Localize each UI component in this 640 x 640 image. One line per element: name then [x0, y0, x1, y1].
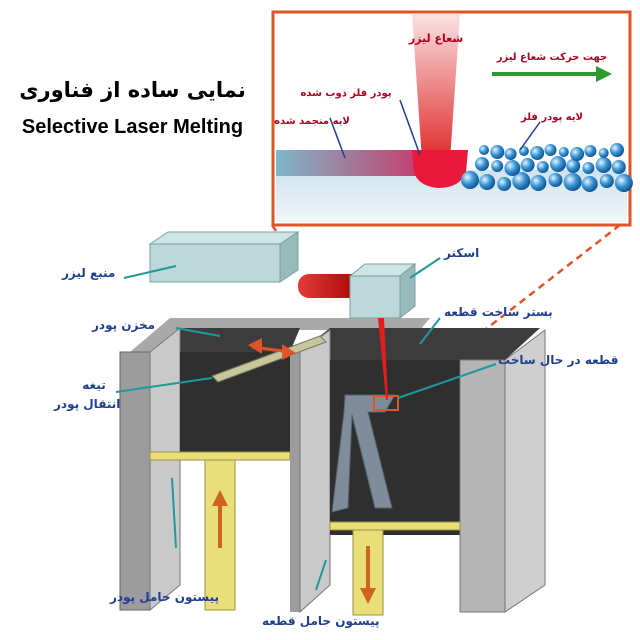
powder-particle — [584, 145, 597, 157]
inset-label-powder-layer: لایه پودر فلز — [520, 112, 583, 123]
powder-particle — [504, 160, 521, 176]
powder-layer-pointer — [519, 121, 541, 151]
scanner — [348, 262, 417, 400]
powder-particle — [461, 171, 479, 189]
label-powder-piston: پیستون حامل پودر — [110, 590, 220, 604]
powder-particle — [563, 173, 582, 191]
direction-arrow-head — [596, 66, 612, 82]
powder-particle — [611, 160, 626, 174]
powder-piston-up-arrow — [212, 490, 228, 506]
powder-particle — [614, 174, 633, 192]
solidified-layer — [276, 150, 426, 176]
powder-particle — [475, 157, 489, 171]
powder-particle — [491, 160, 504, 172]
build-chamber — [290, 328, 546, 616]
powder-particle — [544, 144, 557, 156]
melted-pointer — [399, 99, 421, 156]
powder-particle — [497, 177, 512, 191]
powder-piston-rod — [204, 459, 236, 611]
powder-particle — [558, 147, 569, 157]
laser-source — [148, 231, 366, 298]
powder-particle — [479, 174, 496, 190]
powder-bed-surface-left — [150, 328, 300, 352]
part-piston-down-arrow — [360, 588, 376, 604]
label-powder-reservoir: مخزن پودر — [92, 318, 156, 332]
powder-particle — [536, 161, 549, 173]
inset-panel — [271, 10, 633, 227]
label-blade-line2: انتقال پودر — [54, 397, 121, 411]
label-scanner: اسکنر — [444, 246, 480, 260]
title-english: Selective Laser Melting — [21, 116, 244, 138]
powder-particle — [518, 146, 529, 156]
laser-beam-cone — [412, 14, 460, 160]
powder-particle — [582, 162, 595, 174]
title-persian: نمایی ساده از فناوری — [19, 78, 246, 102]
powder-particle — [610, 143, 624, 157]
powder-particle — [566, 159, 581, 173]
label-part-piston: پیستون حامل قطعه — [262, 614, 380, 628]
powder-particle — [520, 158, 535, 172]
powder-particle — [530, 146, 545, 160]
powder-particle — [581, 176, 598, 192]
laser-beam-down — [378, 318, 388, 400]
laser-beam-horizontal — [298, 274, 366, 298]
label-laser-source: منبع لیزر — [62, 266, 116, 280]
inset-label-direction: جهت حرکت شعاع لیزر — [496, 52, 608, 63]
recoater-blade — [211, 335, 327, 383]
label-build-bed: بستر ساخت قطعه — [444, 305, 553, 319]
melt-pool — [412, 150, 468, 188]
inset-label-melted-powder: پودر فلز ذوب شده — [300, 88, 391, 99]
leader-lines — [115, 257, 497, 591]
powder-particle — [595, 157, 612, 173]
powder-particles — [461, 143, 633, 192]
powder-particle — [599, 174, 614, 188]
powder-chamber — [119, 318, 430, 612]
inset-label-solidified: لایه منجمد شده — [274, 116, 350, 127]
label-blade-line1: تیغه — [82, 378, 106, 392]
powder-particle — [512, 172, 531, 190]
powder-particle — [504, 148, 517, 160]
powder-particle — [550, 156, 566, 172]
powder-particle — [548, 173, 563, 187]
powder-particle — [479, 145, 489, 155]
inset-label-laser-beam: شعاع لیزر — [408, 32, 463, 45]
powder-particle — [530, 175, 547, 191]
powder-particle — [598, 148, 609, 158]
solidified-pointer — [329, 117, 346, 159]
powder-particle — [490, 145, 505, 159]
part-in-progress — [331, 394, 396, 513]
powder-particle — [570, 147, 585, 161]
label-part-in-progress: قطعه در حال ساخت — [498, 353, 619, 367]
